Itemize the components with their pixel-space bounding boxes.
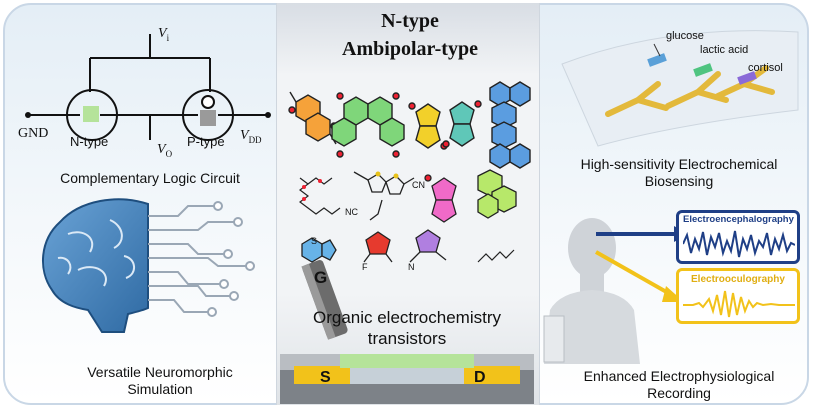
brain-circuit-illustration (42, 198, 255, 333)
f-label: F (362, 262, 368, 272)
molecule-pink (424, 174, 457, 223)
eeg-label: Electroencephalography (683, 214, 794, 225)
glucose-label: glucose (666, 30, 704, 42)
circuit-caption: Complementary Logic Circuit (60, 170, 240, 186)
cn-label-1: CN (412, 180, 425, 190)
drain-label: D (474, 369, 486, 386)
molecule-thiophene-cn (353, 171, 415, 221)
molecule-benzothiadiazole (301, 237, 337, 263)
vi-label: Vi (158, 26, 170, 43)
transistor-device (280, 354, 534, 404)
complementary-circuit-diagram (25, 34, 271, 141)
human-silhouette (543, 218, 640, 364)
vo-label: VO (157, 142, 173, 159)
eeg-panel: Electroencephalography (676, 210, 800, 264)
molecule-teal (442, 100, 482, 148)
ambipolar-title: Ambipolar-type (342, 38, 478, 60)
cortisol-label: cortisol (748, 62, 783, 74)
s-label: S (311, 236, 318, 246)
molecule-lime (477, 169, 517, 219)
molecule-red-thiophene (363, 231, 393, 263)
lactic-acid-label: lactic acid (700, 44, 749, 56)
n-label: N (408, 262, 415, 272)
molecule-yellow (408, 102, 448, 150)
molecule-orange (288, 91, 338, 145)
gnd-label: GND (18, 126, 49, 141)
molecule-alkyl-chain (477, 249, 515, 263)
biosensor-illustration (561, 30, 799, 147)
cn-label-2: NC (345, 207, 358, 217)
recording-arrows (595, 226, 688, 302)
molecule-structures (288, 81, 531, 263)
source-label: S (320, 369, 331, 386)
gate-label: G (314, 268, 328, 287)
ntype-label: N-type (70, 134, 109, 149)
molecule-purple (409, 229, 447, 263)
molecule-glycol-chain (299, 177, 341, 215)
eog-label: Electrooculography (691, 274, 785, 285)
eog-panel: Electrooculography (676, 268, 800, 324)
vdd-label: VDD (240, 128, 262, 145)
molecule-blue (489, 81, 531, 169)
eeg-waveform (683, 230, 795, 258)
gate-electrode (301, 260, 348, 340)
ptype-label: P-type (187, 134, 225, 149)
eog-waveform (683, 290, 795, 318)
ntype-title: N-type (381, 10, 439, 32)
molecule-green (331, 92, 405, 158)
